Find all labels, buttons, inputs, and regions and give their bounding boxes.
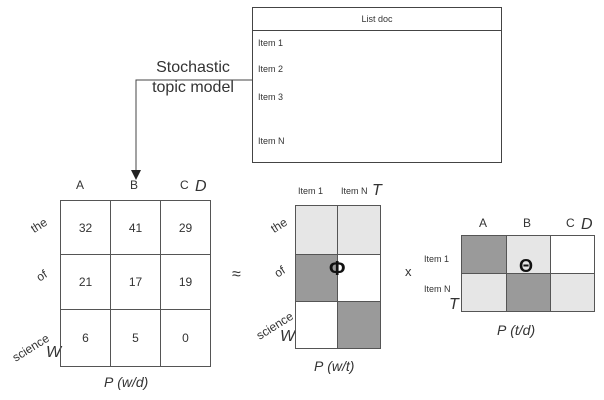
caption-args: (w/t) <box>327 358 355 374</box>
row-symbol: W <box>46 344 62 361</box>
matrix-cell <box>337 301 381 349</box>
list-doc-item: Item 3 <box>258 92 284 102</box>
col-symbol: T <box>372 182 382 199</box>
row-symbol: W <box>280 328 296 345</box>
matrix-cell <box>337 254 381 302</box>
times-symbol: x <box>405 264 412 279</box>
matrix-cell <box>550 235 595 274</box>
matrix-cell <box>295 205 338 255</box>
matrix-cell: 19 <box>160 254 211 310</box>
model-label-line2: topic model <box>152 79 234 96</box>
col-label: Item 1 <box>298 186 324 196</box>
approx-symbol: ≈ <box>232 266 241 283</box>
col-label: A <box>76 178 85 192</box>
matrix-caption: P (t/d) <box>497 322 535 338</box>
col-label: B <box>523 216 532 230</box>
matrix-cell <box>295 254 338 302</box>
matrix-caption: P (w/t) <box>314 358 354 374</box>
caption-args: (w/d) <box>117 374 149 390</box>
model-label-line1: Stochastic <box>156 59 230 76</box>
matrix-cell <box>461 235 507 274</box>
row-symbol: T <box>449 296 459 313</box>
theta-symbol: Θ <box>519 256 534 276</box>
col-label: B <box>130 178 139 192</box>
matrix-cell: 32 <box>60 200 111 255</box>
matrix-cell: 6 <box>60 309 111 367</box>
matrix-caption: P (w/d) <box>104 374 148 390</box>
matrix-cell: 41 <box>110 200 161 255</box>
matrix-cell <box>506 235 551 274</box>
col-label: A <box>479 216 488 230</box>
model-label: Stochastic topic model <box>138 58 248 98</box>
matrix-cell <box>506 273 551 312</box>
matrix-cell: 29 <box>160 200 211 255</box>
caption-args: (t/d) <box>510 322 536 338</box>
matrix-cell <box>295 301 338 349</box>
list-doc-title: List doc <box>253 8 501 31</box>
list-doc-item: Item 2 <box>258 64 284 74</box>
list-doc-item: Item N <box>258 136 285 146</box>
matrix-cell <box>337 205 381 255</box>
matrix-cell <box>461 273 507 312</box>
matrix-cell: 21 <box>60 254 111 310</box>
col-symbol: D <box>581 216 593 233</box>
col-symbol: D <box>195 178 207 195</box>
row-label: Item 1 <box>424 254 450 264</box>
caption-p: P <box>497 322 507 338</box>
matrix-cell <box>550 273 595 312</box>
col-label: C <box>180 178 189 192</box>
caption-p: P <box>104 374 114 390</box>
list-doc-item: Item 1 <box>258 38 284 48</box>
col-label: C <box>566 216 575 230</box>
matrix-cell: 0 <box>160 309 211 367</box>
matrix-cell: 5 <box>110 309 161 367</box>
phi-symbol: Φ <box>329 258 346 280</box>
caption-p: P <box>314 358 324 374</box>
matrix-cell: 17 <box>110 254 161 310</box>
col-label: Item N <box>341 186 368 196</box>
list-doc-box: List doc Item 1 Item 2 Item 3 Item N <box>252 7 502 163</box>
row-label: Item N <box>424 284 451 294</box>
